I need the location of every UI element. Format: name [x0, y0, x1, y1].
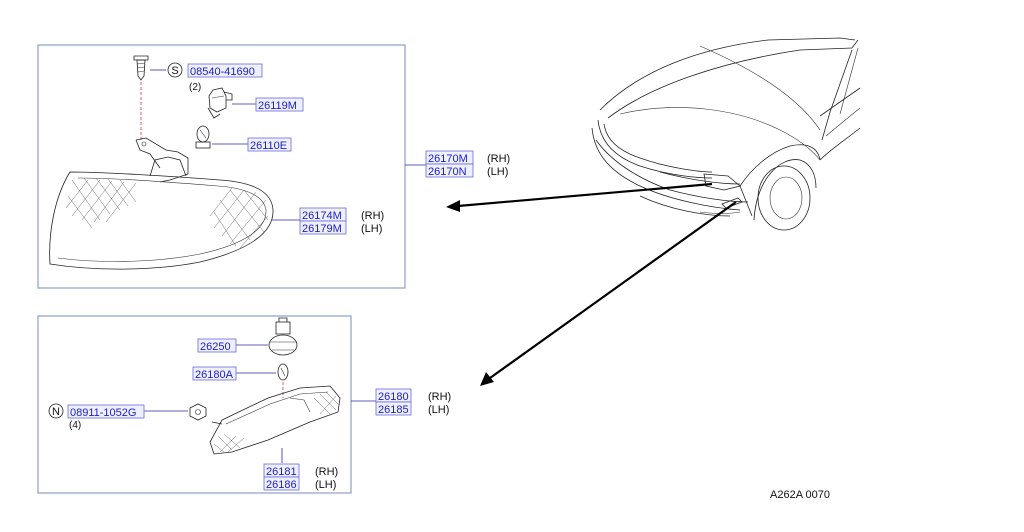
- side-lens-rh-part-number[interactable]: 26181: [266, 466, 297, 478]
- side-lens-rh-side: (RH): [315, 466, 338, 478]
- side-marker-pointer-arrow: [489, 201, 737, 379]
- assy-rh-side: (RH): [487, 153, 510, 165]
- nut-symbol: N: [52, 406, 60, 418]
- screw-icon: [133, 55, 149, 81]
- side-bulb-part-box[interactable]: [192, 366, 237, 381]
- assy-lh-part-number[interactable]: 26170N: [428, 166, 467, 178]
- side-socket-icon: [268, 317, 298, 356]
- assy-rh-part-number[interactable]: 26170M: [428, 153, 468, 165]
- screw-part-number[interactable]: 08540-41690: [190, 66, 255, 78]
- side-socket-part-box[interactable]: [197, 338, 237, 353]
- nut-part-box[interactable]: [67, 404, 145, 419]
- bulb-icon: [195, 125, 211, 149]
- side-marker-arrow-head: [480, 372, 494, 386]
- lens-lh-part-box[interactable]: [299, 220, 347, 235]
- screw-symbol-circle: [167, 62, 183, 78]
- nut-icon: [189, 403, 207, 421]
- side-marker-lamp-icon: [209, 385, 341, 455]
- side-assy-lh-part-box[interactable]: [375, 401, 412, 416]
- car-front-icon: [591, 37, 861, 231]
- side-socket-part-number[interactable]: 26250: [200, 341, 231, 353]
- bulb-part-box[interactable]: [247, 137, 292, 152]
- corner-lamp-icon: [49, 137, 274, 270]
- lens-rh-part-number[interactable]: 26174M: [302, 210, 342, 222]
- assy-lh-side: (LH): [487, 166, 508, 178]
- diagram-code: A262A 0070: [770, 489, 830, 501]
- screw-part-box[interactable]: [187, 63, 263, 78]
- side-assy-rh-part-number[interactable]: 26180: [378, 391, 409, 403]
- side-bulb-part-number[interactable]: 26180A: [195, 369, 234, 381]
- side-bulb-icon: [277, 363, 289, 381]
- bulb-socket-icon: [207, 87, 233, 119]
- corner-lamp-pointer-arrow: [457, 182, 713, 208]
- bottom-panel-frame: [37, 315, 352, 494]
- assy-lh-part-box[interactable]: [425, 163, 474, 178]
- lens-rh-side: (RH): [361, 210, 384, 222]
- socket-part-box[interactable]: [255, 97, 304, 112]
- side-lens-lh-part-number[interactable]: 26186: [266, 479, 297, 491]
- top-panel-frame: [37, 44, 406, 289]
- socket-part-number[interactable]: 26119M: [258, 100, 297, 112]
- side-assy-rh-side: (RH): [428, 391, 451, 403]
- screw-quantity: (2): [189, 82, 201, 93]
- nut-symbol-circle: [48, 403, 64, 419]
- lens-lh-part-number[interactable]: 26179M: [302, 223, 342, 235]
- bulb-part-number[interactable]: 26110E: [250, 140, 287, 152]
- side-lens-lh-part-box[interactable]: [263, 476, 300, 491]
- side-assy-lh-side: (LH): [428, 404, 449, 416]
- lens-lh-side: (LH): [361, 223, 382, 235]
- nut-quantity: (4): [69, 420, 81, 431]
- screw-symbol: S: [171, 65, 178, 77]
- nut-part-number[interactable]: 08911-1052G: [70, 407, 136, 419]
- corner-lamp-arrow-head: [446, 200, 460, 212]
- side-lens-lh-side: (LH): [315, 479, 336, 491]
- side-assy-lh-part-number[interactable]: 26185: [378, 404, 409, 416]
